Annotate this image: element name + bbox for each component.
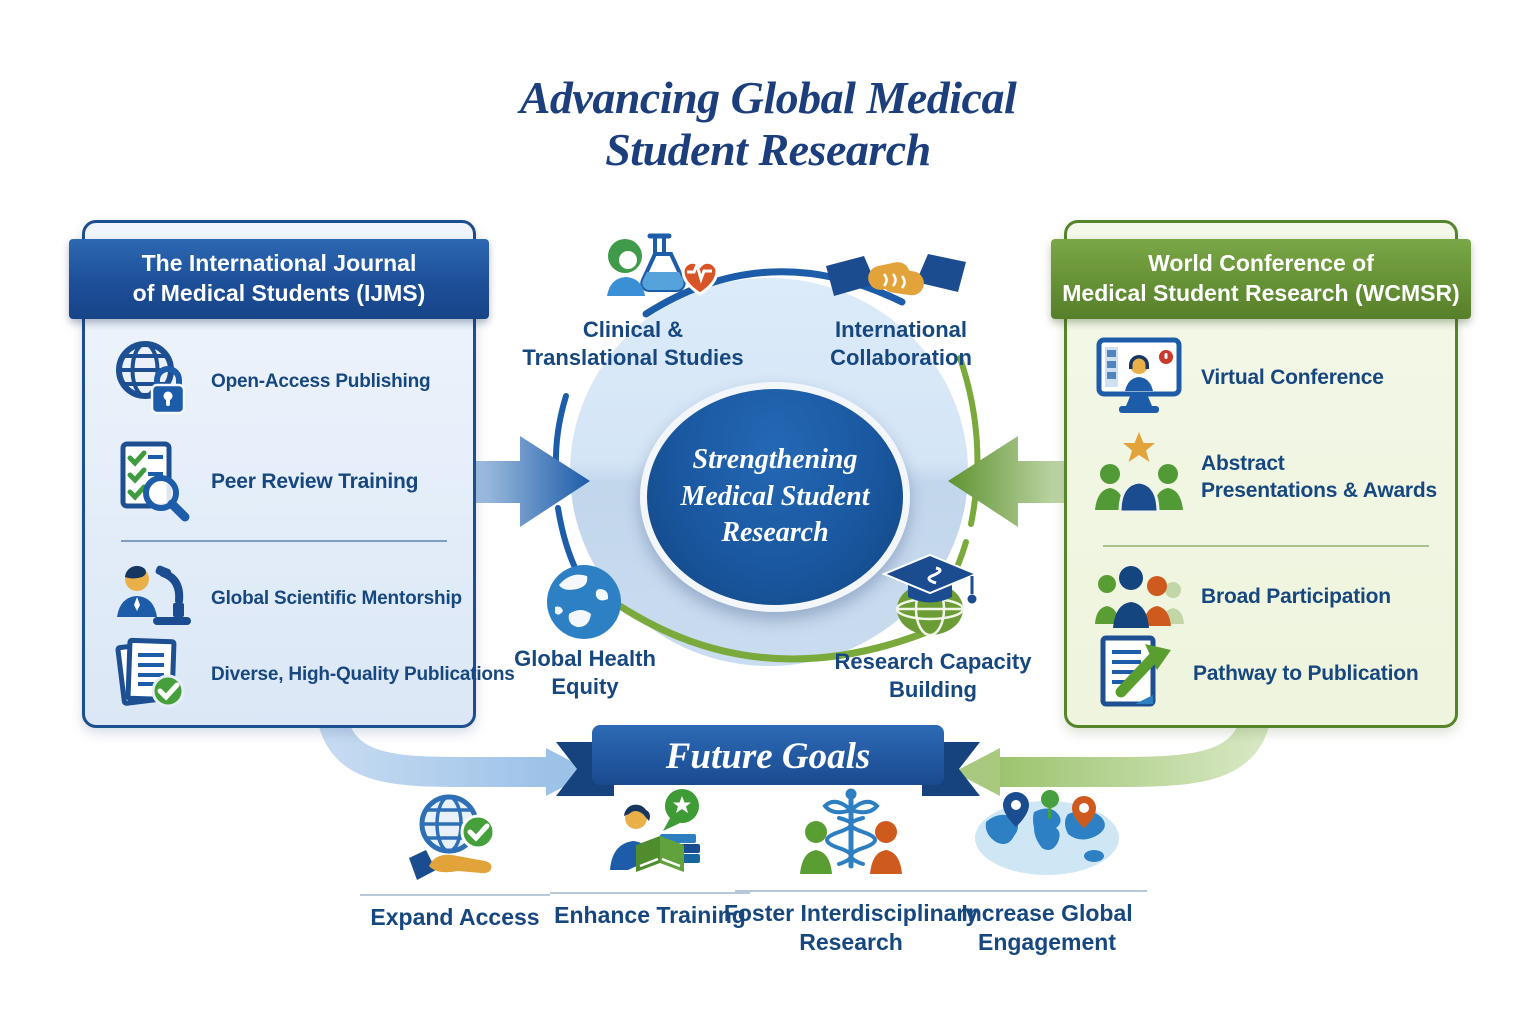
- ijms-panel: The International Journal of Medical Stu…: [69, 220, 515, 728]
- peer-review-checklist-icon: [111, 438, 195, 527]
- ribbon-banner: [592, 725, 944, 785]
- global-engagement-map-icon: [971, 784, 1123, 882]
- wcmsr-panel-header: World Conference of Medical Student Rese…: [1051, 239, 1471, 319]
- ijms-item-label: Global Scientific Mentorship: [211, 587, 462, 609]
- node-clinical-label: Clinical & Translational Studies: [522, 317, 744, 370]
- wcmsr-item-label: Broad Participation: [1201, 585, 1391, 609]
- ijms-item-label: Diverse, High-Quality Publications: [211, 663, 515, 685]
- mentorship-microscope-icon: [111, 559, 195, 640]
- clinical-translational-icon: [597, 228, 723, 319]
- goal-label: Enhance Training: [554, 902, 746, 928]
- goal-divider: [947, 890, 1147, 892]
- swoosh-right: [1000, 712, 1271, 787]
- swoosh-left: [317, 712, 548, 787]
- goal-interdisciplinary: Foster Interdisciplinary Research: [724, 784, 978, 957]
- wcmsr-item-label: Abstract Presentations & Awards: [1201, 451, 1438, 502]
- panel-divider: [121, 540, 447, 542]
- arrow-right-to-center: [948, 436, 1106, 527]
- global-health-globe-icon: [540, 558, 628, 651]
- globe-lock-icon: [111, 338, 195, 427]
- goal-label: Expand Access: [370, 904, 540, 930]
- ijms-item-publications: Diverse, High-Quality Publications: [111, 631, 515, 719]
- ijms-item-open-access: Open-Access Publishing: [111, 335, 465, 429]
- ring-arc-right-green-1: [957, 355, 981, 527]
- ijms-item-peer-review: Peer Review Training: [111, 435, 465, 529]
- broad-participation-icon: [1093, 560, 1185, 635]
- interdisciplinary-caduceus-icon: [793, 784, 909, 882]
- core-circle: Strengthening Medical Student Research: [640, 382, 910, 612]
- swoosh-left-arrowhead: [546, 748, 592, 796]
- panel-divider: [1103, 545, 1429, 547]
- goal-label: Foster Interdisciplinary Research: [723, 900, 979, 955]
- node-capacity-label: Research Capacity Building: [834, 649, 1032, 702]
- wcmsr-item-virtual: Virtual Conference: [1093, 333, 1447, 423]
- ijms-panel-header: The International Journal of Medical Stu…: [69, 239, 489, 319]
- wcmsr-item-participation: Broad Participation: [1093, 557, 1447, 637]
- abstract-awards-icon: [1093, 430, 1185, 525]
- pathway-publication-icon: [1093, 630, 1177, 719]
- ring-arc-left-blue-1: [552, 393, 569, 469]
- goal-divider: [360, 894, 550, 896]
- goal-divider: [550, 892, 750, 894]
- goal-label: Increase Global Engagement: [961, 900, 1133, 955]
- wcmsr-item-label: Pathway to Publication: [1193, 662, 1419, 686]
- node-health-equity-label: Global Health Equity: [514, 646, 656, 699]
- goal-enhance-training: Enhance Training: [550, 786, 750, 930]
- research-capacity-icon: [872, 545, 984, 646]
- wcmsr-item-label: Virtual Conference: [1201, 366, 1384, 390]
- goal-expand-access: Expand Access: [360, 788, 550, 932]
- virtual-conference-icon: [1093, 334, 1185, 423]
- page-title: Advancing Global Medical Student Researc…: [519, 72, 1017, 176]
- handshake-icon: [826, 240, 966, 317]
- wcmsr-item-pathway: Pathway to Publication: [1093, 629, 1447, 719]
- ring-arc-bottom-green: [616, 602, 950, 663]
- future-goals-banner: Future Goals: [665, 735, 871, 777]
- wcmsr-item-abstracts: Abstract Presentations & Awards: [1093, 425, 1447, 529]
- publications-check-icon: [111, 633, 195, 718]
- goal-global-engagement: Increase Global Engagement: [947, 784, 1147, 957]
- goal-divider: [735, 890, 967, 892]
- ijms-item-mentorship: Global Scientific Mentorship: [111, 555, 465, 643]
- node-collaboration-label: International Collaboration: [830, 317, 972, 370]
- ring-arc-top-blue: [642, 268, 906, 318]
- ijms-item-label: Peer Review Training: [211, 470, 419, 494]
- wcmsr-panel: World Conference of Medical Student Rese…: [1051, 220, 1471, 728]
- ijms-item-label: Open-Access Publishing: [211, 370, 431, 392]
- arrow-left-to-center: [432, 436, 590, 527]
- hand-globe-check-icon: [405, 788, 505, 886]
- enhance-training-icon: [594, 786, 706, 884]
- swoosh-right-arrowhead: [954, 748, 1000, 796]
